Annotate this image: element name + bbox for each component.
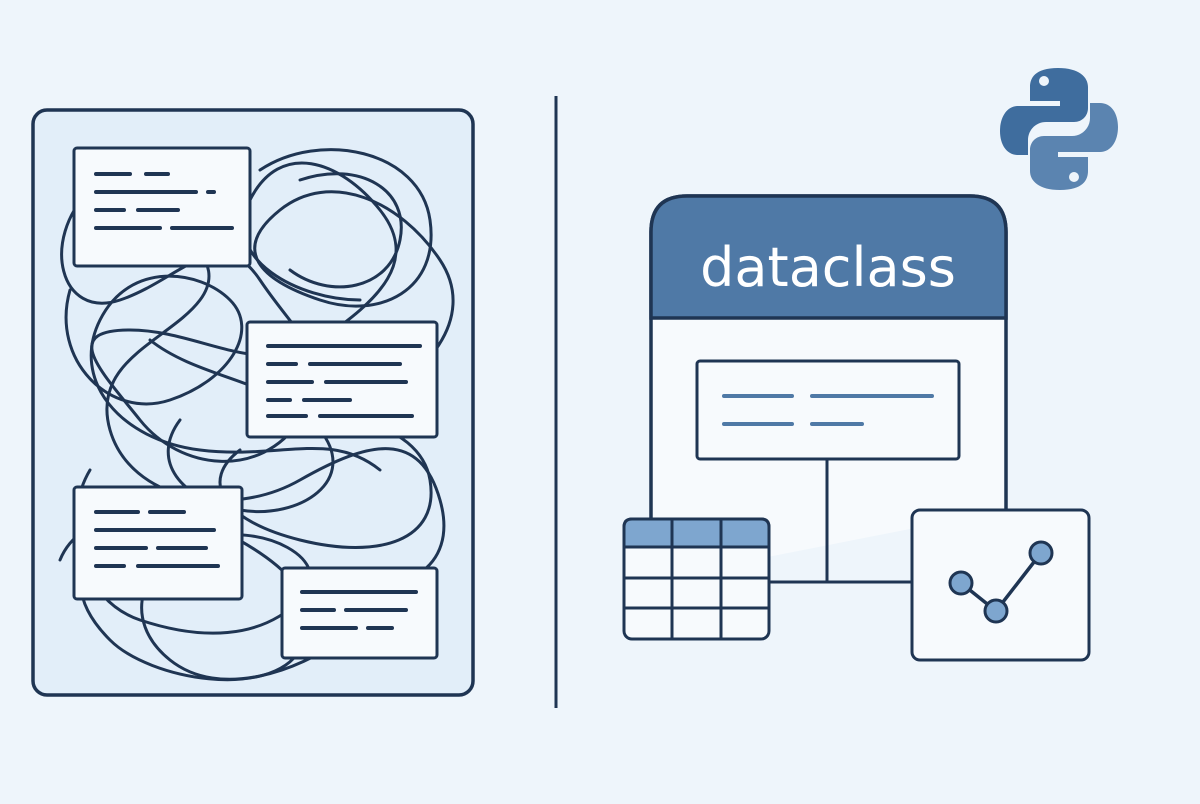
dataclass-panel: dataclass [622, 194, 1091, 662]
dataclass-title: dataclass [700, 236, 956, 299]
field-card-text-lines [722, 394, 934, 426]
note-card-2 [245, 320, 439, 439]
python-logo-icon [1000, 68, 1118, 190]
note-card-4 [280, 566, 439, 660]
chart-point-3 [1028, 540, 1054, 566]
note-card-1 [72, 146, 252, 268]
dataclass-header [649, 194, 1008, 320]
chart-point-1 [948, 570, 974, 596]
field-card [695, 359, 961, 461]
line-chart-icon [910, 508, 1091, 662]
note-card-3-text-lines [94, 510, 220, 568]
note-card-1-text-lines [94, 172, 234, 230]
table-grid-icon [622, 517, 771, 641]
connector-lines [768, 459, 912, 584]
note-card-3 [72, 485, 244, 601]
note-card-2-text-lines [266, 344, 422, 418]
note-card-4-text-lines [300, 590, 418, 630]
table-grid-lines [624, 519, 769, 639]
messy-panel [31, 108, 475, 697]
chart-point-2 [983, 598, 1009, 624]
